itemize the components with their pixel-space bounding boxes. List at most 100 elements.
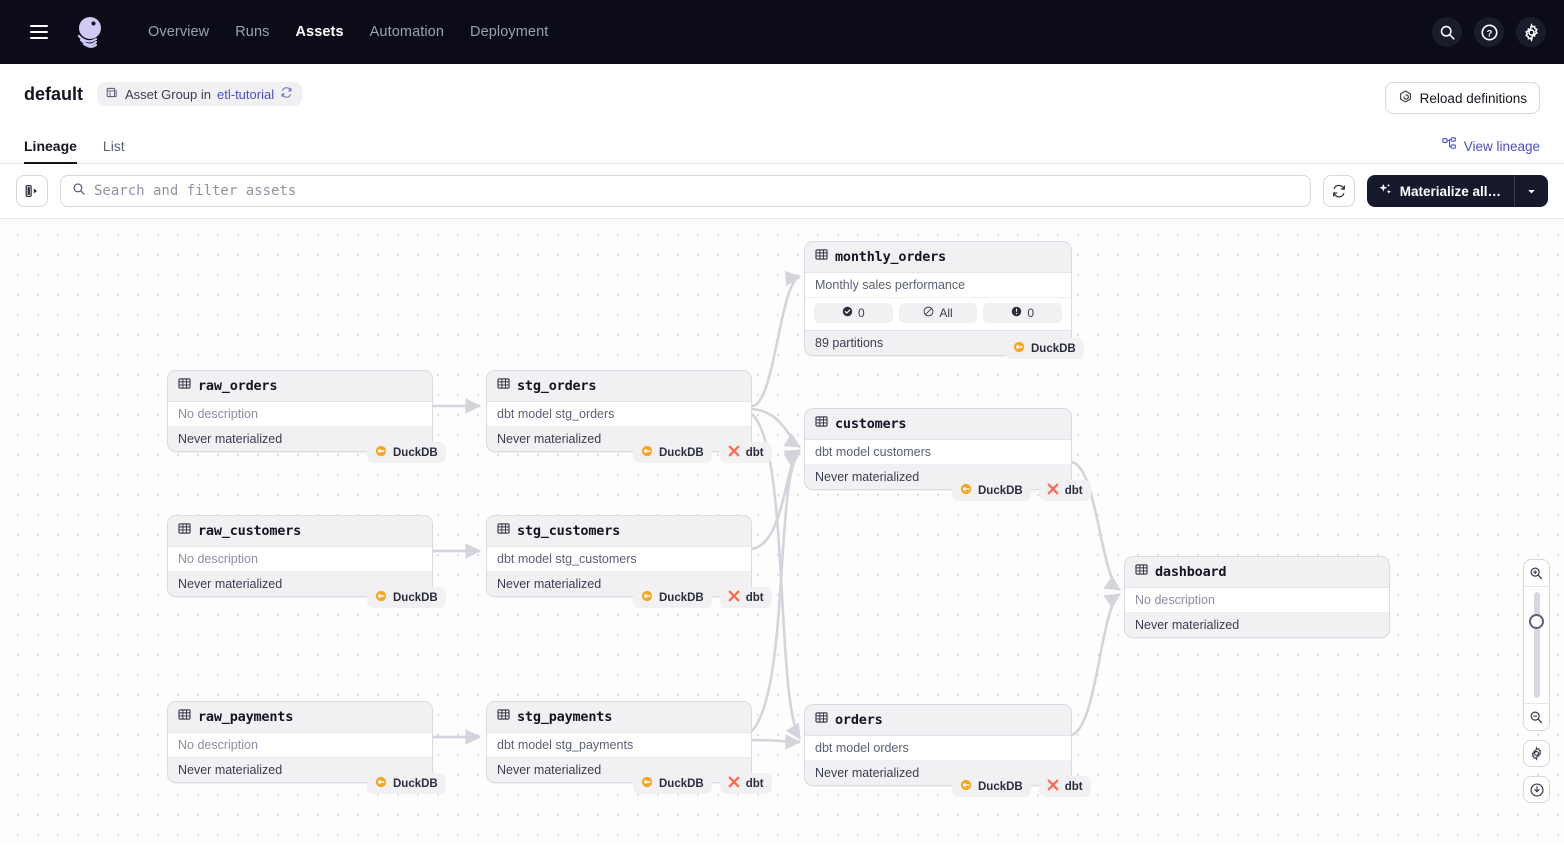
zoom-slider-track[interactable] xyxy=(1524,586,1549,704)
asset-node-stats: 0 All 0 xyxy=(805,298,1071,330)
asset-node-description: No description xyxy=(168,402,432,427)
asset-tag-label: dbt xyxy=(745,777,764,790)
asset-node-status: Never materialized xyxy=(168,758,432,782)
duckdb-icon xyxy=(641,445,653,460)
asset-tag-label: dbt xyxy=(745,591,764,604)
asset-node-tags-raw_orders: DuckDB xyxy=(367,442,446,463)
asset-node-status: Never materialized xyxy=(1125,613,1389,637)
asset-node-header: dashboard xyxy=(1125,557,1389,588)
view-lineage-button[interactable]: View lineage xyxy=(1441,137,1540,163)
svg-text:?: ? xyxy=(1486,28,1492,39)
dagster-logo[interactable] xyxy=(70,12,110,52)
asset-node-description: No description xyxy=(1125,588,1389,613)
gear-icon[interactable] xyxy=(1516,17,1546,47)
asset-tag-duckdb[interactable]: DuckDB xyxy=(633,442,712,463)
panel-expand-icon[interactable] xyxy=(16,175,48,207)
materialize-all-button[interactable]: Materialize all… xyxy=(1366,175,1548,207)
nav-link-overview[interactable]: Overview xyxy=(148,24,210,40)
asset-group-chip[interactable]: Asset Group in etl-tutorial xyxy=(97,82,303,106)
zoom-slider-knob[interactable] xyxy=(1529,614,1544,629)
nav-links: Overview Runs Assets Automation Deployme… xyxy=(148,24,548,40)
asset-tag-duckdb[interactable]: DuckDB xyxy=(1005,338,1084,359)
refresh-graph-button[interactable] xyxy=(1322,175,1355,207)
asset-group-link[interactable]: etl-tutorial xyxy=(217,86,275,102)
table-icon xyxy=(815,415,828,433)
duckdb-icon xyxy=(960,483,972,498)
search-icon[interactable] xyxy=(1432,17,1462,47)
table-icon xyxy=(815,711,828,729)
refresh-icon[interactable] xyxy=(280,86,293,102)
duckdb-icon xyxy=(641,590,653,605)
asset-node-tags-stg_customers: DuckDB dbt xyxy=(633,587,772,608)
fit-to-screen-icon[interactable] xyxy=(1523,776,1550,803)
asset-tag-label: DuckDB xyxy=(393,777,438,790)
asset-node-description: No description xyxy=(168,733,432,758)
asset-node-title: stg_payments xyxy=(517,709,613,725)
duckdb-icon xyxy=(375,445,387,460)
table-icon xyxy=(178,708,191,726)
asset-tag-duckdb[interactable]: DuckDB xyxy=(367,442,446,463)
asset-tag-label: DuckDB xyxy=(393,446,438,459)
asset-tag-dbt[interactable]: dbt xyxy=(719,773,772,794)
asset-node-header: raw_customers xyxy=(168,516,432,547)
asset-tag-duckdb[interactable]: DuckDB xyxy=(633,587,712,608)
tab-list[interactable]: List xyxy=(102,138,125,154)
asset-node-tags-raw_customers: DuckDB xyxy=(367,587,446,608)
reload-definitions-button[interactable]: Reload definitions xyxy=(1384,82,1540,114)
nav-link-assets[interactable]: Assets xyxy=(295,24,344,40)
materialize-button-divider xyxy=(1514,175,1515,207)
asset-tag-duckdb[interactable]: DuckDB xyxy=(367,773,446,794)
nav-link-automation[interactable]: Automation xyxy=(369,24,445,40)
asset-tag-dbt[interactable]: dbt xyxy=(719,587,772,608)
reload-definitions-label: Reload definitions xyxy=(1419,90,1527,106)
asset-tag-label: DuckDB xyxy=(393,591,438,604)
chevron-down-icon[interactable] xyxy=(1515,186,1548,197)
tab-bar: Lineage List View lineage xyxy=(0,128,1564,164)
asset-tag-dbt[interactable]: dbt xyxy=(1038,776,1091,797)
page-title: default xyxy=(24,84,84,104)
search-input[interactable] xyxy=(94,183,1299,199)
asset-node-stat-label: 0 xyxy=(857,306,865,320)
zoom-out-icon[interactable] xyxy=(1524,704,1549,730)
asset-tag-duckdb[interactable]: DuckDB xyxy=(952,776,1031,797)
nav-link-runs[interactable]: Runs xyxy=(235,24,270,40)
asset-tag-dbt[interactable]: dbt xyxy=(719,442,772,463)
hamburger-menu-icon[interactable] xyxy=(22,15,56,49)
check-circle-icon xyxy=(842,306,853,320)
help-icon[interactable]: ? xyxy=(1474,17,1504,47)
duckdb-icon xyxy=(375,590,387,605)
asset-tag-duckdb[interactable]: DuckDB xyxy=(952,480,1031,501)
asset-node-header: raw_orders xyxy=(168,371,432,402)
asset-tag-dbt[interactable]: dbt xyxy=(1038,480,1091,501)
asset-tag-duckdb[interactable]: DuckDB xyxy=(367,587,446,608)
nav-link-deployment[interactable]: Deployment xyxy=(470,24,549,40)
graph-settings-gear-icon[interactable] xyxy=(1523,740,1550,767)
asset-node-stat-0[interactable]: 0 xyxy=(814,303,893,323)
zoom-controls xyxy=(1523,559,1550,803)
asset-tag-duckdb[interactable]: DuckDB xyxy=(633,773,712,794)
asset-node-header: stg_payments xyxy=(487,702,751,733)
asset-node-stat-label: All xyxy=(939,306,953,320)
duckdb-icon xyxy=(1013,341,1025,356)
zoom-in-icon[interactable] xyxy=(1524,560,1549,586)
asset-node-stat-2[interactable]: 0 xyxy=(983,303,1063,323)
dbt-icon xyxy=(728,776,740,791)
view-lineage-label: View lineage xyxy=(1463,138,1540,154)
search-and-filter-box[interactable] xyxy=(60,175,1311,207)
asset-node-title: stg_orders xyxy=(517,378,597,394)
asset-node-title: raw_customers xyxy=(198,523,302,539)
asset-node-header: customers xyxy=(805,409,1071,440)
asset-node-stat-1[interactable]: All xyxy=(898,303,978,323)
tab-lineage[interactable]: Lineage xyxy=(24,138,77,164)
